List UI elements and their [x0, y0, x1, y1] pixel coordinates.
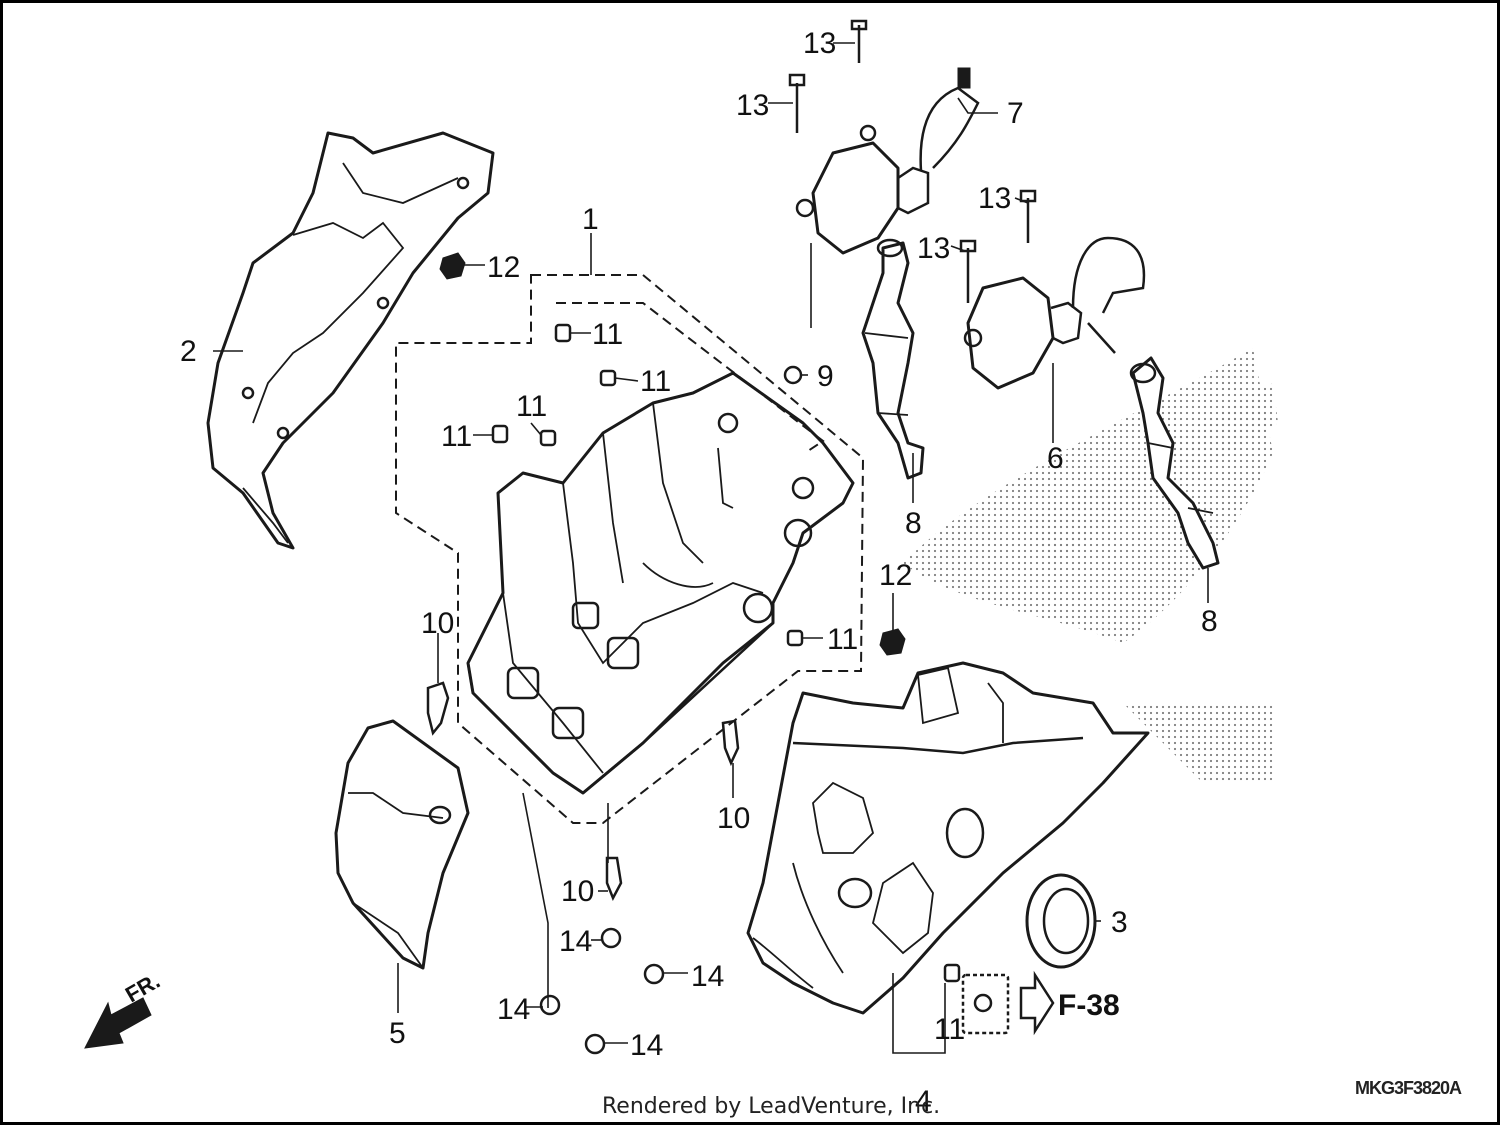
callout-7: 7 — [1007, 97, 1024, 130]
callouts: 1 2 3 4 5 6 7 8 8 9 10 10 10 11 11 11 11… — [180, 27, 1218, 1118]
part-10-clip-c[interactable] — [605, 856, 623, 901]
fastener-ref-box — [961, 973, 1010, 1035]
front-direction-arrow: FR. — [84, 968, 164, 1049]
part-11-grommet-e[interactable] — [786, 629, 804, 647]
callout-10-c: 10 — [561, 875, 594, 908]
part-1-group-outline — [395, 274, 865, 824]
callout-14-c: 14 — [497, 993, 530, 1026]
callout-10-a: 10 — [421, 607, 454, 640]
front-label: FR. — [121, 968, 164, 1007]
callout-6: 6 — [1047, 442, 1064, 475]
f38-reference-arrow: F-38 — [1019, 970, 1120, 1036]
callout-12-a: 12 — [487, 251, 520, 284]
leader-lines — [213, 42, 1209, 1054]
part-13-bolt-d[interactable] — [959, 239, 977, 303]
callout-13-a: 13 — [803, 27, 836, 60]
callout-14-b: 14 — [691, 960, 724, 993]
part-2-side-cover[interactable] — [206, 131, 495, 550]
part-11-grommet-c[interactable] — [491, 424, 509, 444]
part-5-small-cover[interactable] — [334, 719, 470, 970]
part-14-nut-b[interactable] — [643, 963, 665, 985]
callout-11-a: 11 — [592, 318, 623, 351]
callout-14-d: 14 — [630, 1029, 663, 1062]
part-4-lower-cover[interactable] — [746, 661, 1150, 1015]
callout-13-d: 13 — [917, 232, 950, 265]
callout-3: 3 — [1111, 906, 1128, 939]
callout-13-b: 13 — [736, 89, 769, 122]
callout-8-left: 8 — [905, 507, 922, 540]
callout-14-a: 14 — [559, 925, 592, 958]
part-14-nut-c[interactable] — [539, 994, 561, 1016]
part-1-inner-case[interactable] — [466, 371, 855, 795]
callout-13-c: 13 — [978, 182, 1011, 215]
callout-8-right: 8 — [1201, 605, 1218, 638]
part-10-clip-a[interactable] — [426, 681, 450, 736]
diagram-code: MKG3F3820A — [1355, 1078, 1462, 1098]
callout-4: 4 — [915, 1085, 932, 1118]
part-13-bolt-a[interactable] — [850, 19, 868, 63]
callout-11-e: 11 — [827, 623, 858, 656]
callout-12-b: 12 — [879, 559, 912, 592]
part-3-grommet[interactable] — [1025, 873, 1097, 969]
callout-11-b: 11 — [640, 365, 671, 398]
part-7-ignition-coil[interactable] — [795, 67, 980, 255]
part-14-nut-a[interactable] — [600, 927, 622, 949]
part-11-grommet-a[interactable] — [554, 323, 572, 343]
part-11-grommet-b[interactable] — [599, 369, 617, 387]
part-10-clip-b[interactable] — [721, 719, 740, 767]
render-credit: Rendered by LeadVenture, Inc. — [602, 1094, 941, 1119]
part-13-bolt-c[interactable] — [1019, 189, 1037, 243]
exploded-parts-diagram: F-38 FR. 1 2 3 4 5 6 7 8 8 9 10 10 10 11… — [84, 19, 1278, 1118]
callout-11-f: 11 — [934, 1013, 965, 1046]
callout-9: 9 — [817, 360, 834, 393]
part-13-bolt-b[interactable] — [788, 73, 806, 133]
part-8-plug-cap-left[interactable] — [861, 238, 925, 480]
part-8-plug-cap-right[interactable] — [1129, 356, 1220, 570]
part-11-grommet-f[interactable] — [943, 963, 961, 983]
part-11-grommet-d[interactable] — [539, 429, 557, 447]
callout-10-b: 10 — [717, 802, 750, 835]
part-6-ignition-coil[interactable] — [963, 236, 1146, 390]
part-12-nut-lower[interactable] — [879, 628, 906, 656]
honda-watermark — [903, 348, 1278, 783]
callout-5: 5 — [389, 1017, 406, 1050]
callout-2: 2 — [180, 335, 197, 368]
callout-11-c: 11 — [516, 390, 547, 423]
part-12-nut-upper[interactable] — [439, 252, 466, 280]
f38-ref-label: F-38 — [1058, 989, 1120, 1022]
callout-1: 1 — [582, 203, 599, 236]
part-9-screw[interactable] — [783, 365, 803, 385]
part-14-nut-d[interactable] — [584, 1033, 606, 1055]
callout-11-d: 11 — [441, 420, 472, 453]
